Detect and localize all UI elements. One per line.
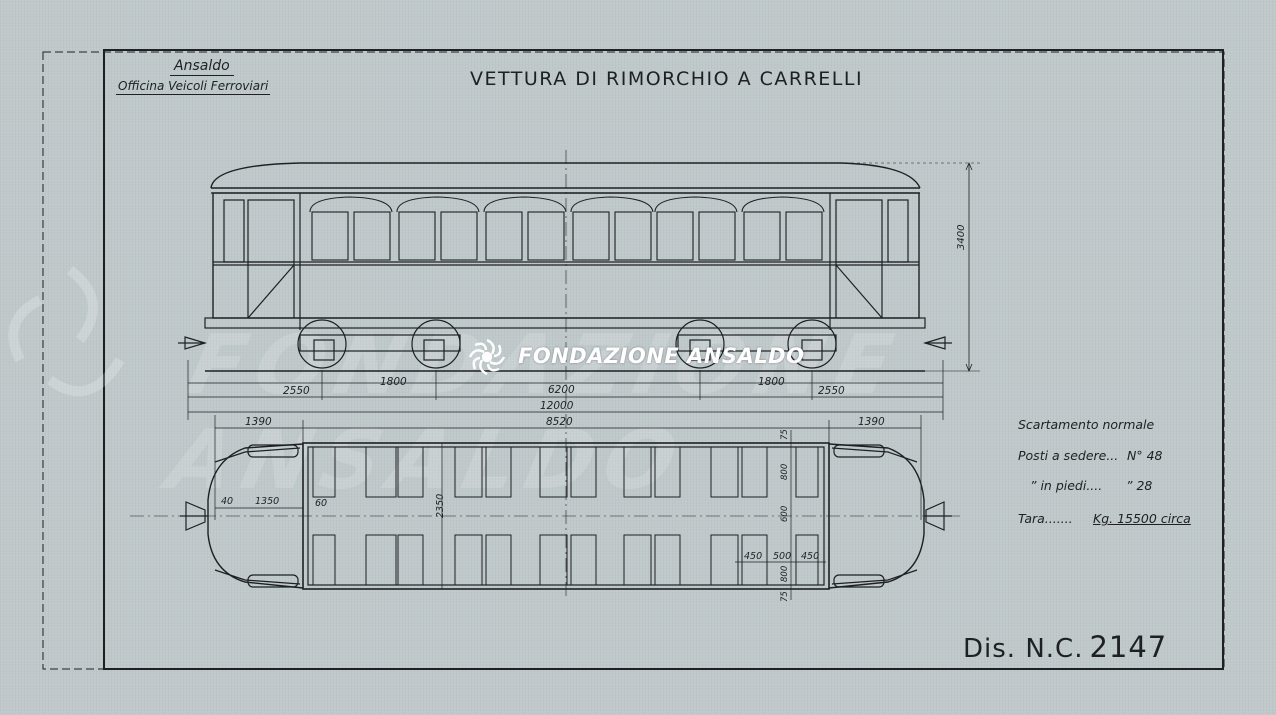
drawing-title: VETTURA DI RIMORCHIO A CARRELLI xyxy=(470,68,864,90)
dim-seat-gap: 500 xyxy=(773,551,792,562)
dim-bogie-centers: 6200 xyxy=(548,384,575,396)
tare-value: Kg. 15500 circa xyxy=(1093,511,1191,526)
dim-seat-a: 450 xyxy=(744,551,763,562)
company-name: Ansaldo xyxy=(170,58,234,76)
dim-width: 2350 xyxy=(435,493,446,518)
dim-end-60: 60 xyxy=(315,498,328,509)
dim-end-40: 40 xyxy=(221,496,234,507)
drawing-number-label: Dis. N.C. xyxy=(963,634,1084,664)
tare-label: Tara....... xyxy=(1018,511,1073,526)
drawing-border xyxy=(103,49,1224,670)
plan-view xyxy=(130,430,960,600)
dim-right-platform: 1390 xyxy=(858,416,885,428)
gauge-label: Scartamento normale xyxy=(1018,417,1155,432)
dim-seat-depth-bottom: 800 xyxy=(780,565,790,582)
dim-margin-top: 75 xyxy=(780,429,790,440)
dim-left-overhang: 2550 xyxy=(283,385,310,397)
department-name: Officina Veicoli Ferroviari xyxy=(116,79,271,95)
dim-left-platform: 1390 xyxy=(245,416,272,428)
watermark-text: FONDAZIONE ANSALDO xyxy=(518,344,805,368)
side-elevation xyxy=(178,150,980,600)
dim-body-length: 8520 xyxy=(546,416,573,428)
standing-label: ” in piedi.... xyxy=(1030,478,1103,493)
seated-label: Posti a sedere... xyxy=(1018,448,1119,463)
drawing-number: Dis. N.C.2147 xyxy=(963,630,1167,664)
height-dimension: 3400 xyxy=(956,224,967,250)
standing-value: ” 28 xyxy=(1126,478,1153,493)
dim-seat-b: 450 xyxy=(801,551,820,562)
dim-overall-length: 12000 xyxy=(540,400,574,412)
dim-right-bogie-wheelbase: 1800 xyxy=(758,376,785,388)
seated-value: N° 48 xyxy=(1127,448,1163,463)
watermark-logo xyxy=(468,338,506,376)
drawing-number-value: 2147 xyxy=(1089,630,1168,664)
dim-aisle: 600 xyxy=(780,505,790,522)
dim-left-bogie-wheelbase: 1800 xyxy=(380,376,407,388)
dim-seat-depth-top: 800 xyxy=(780,463,790,480)
dim-margin-bottom: 75 xyxy=(780,591,790,602)
dim-right-overhang: 2550 xyxy=(818,385,845,397)
watermark-background-logo xyxy=(8,266,125,397)
dim-end-1350: 1350 xyxy=(255,496,280,507)
